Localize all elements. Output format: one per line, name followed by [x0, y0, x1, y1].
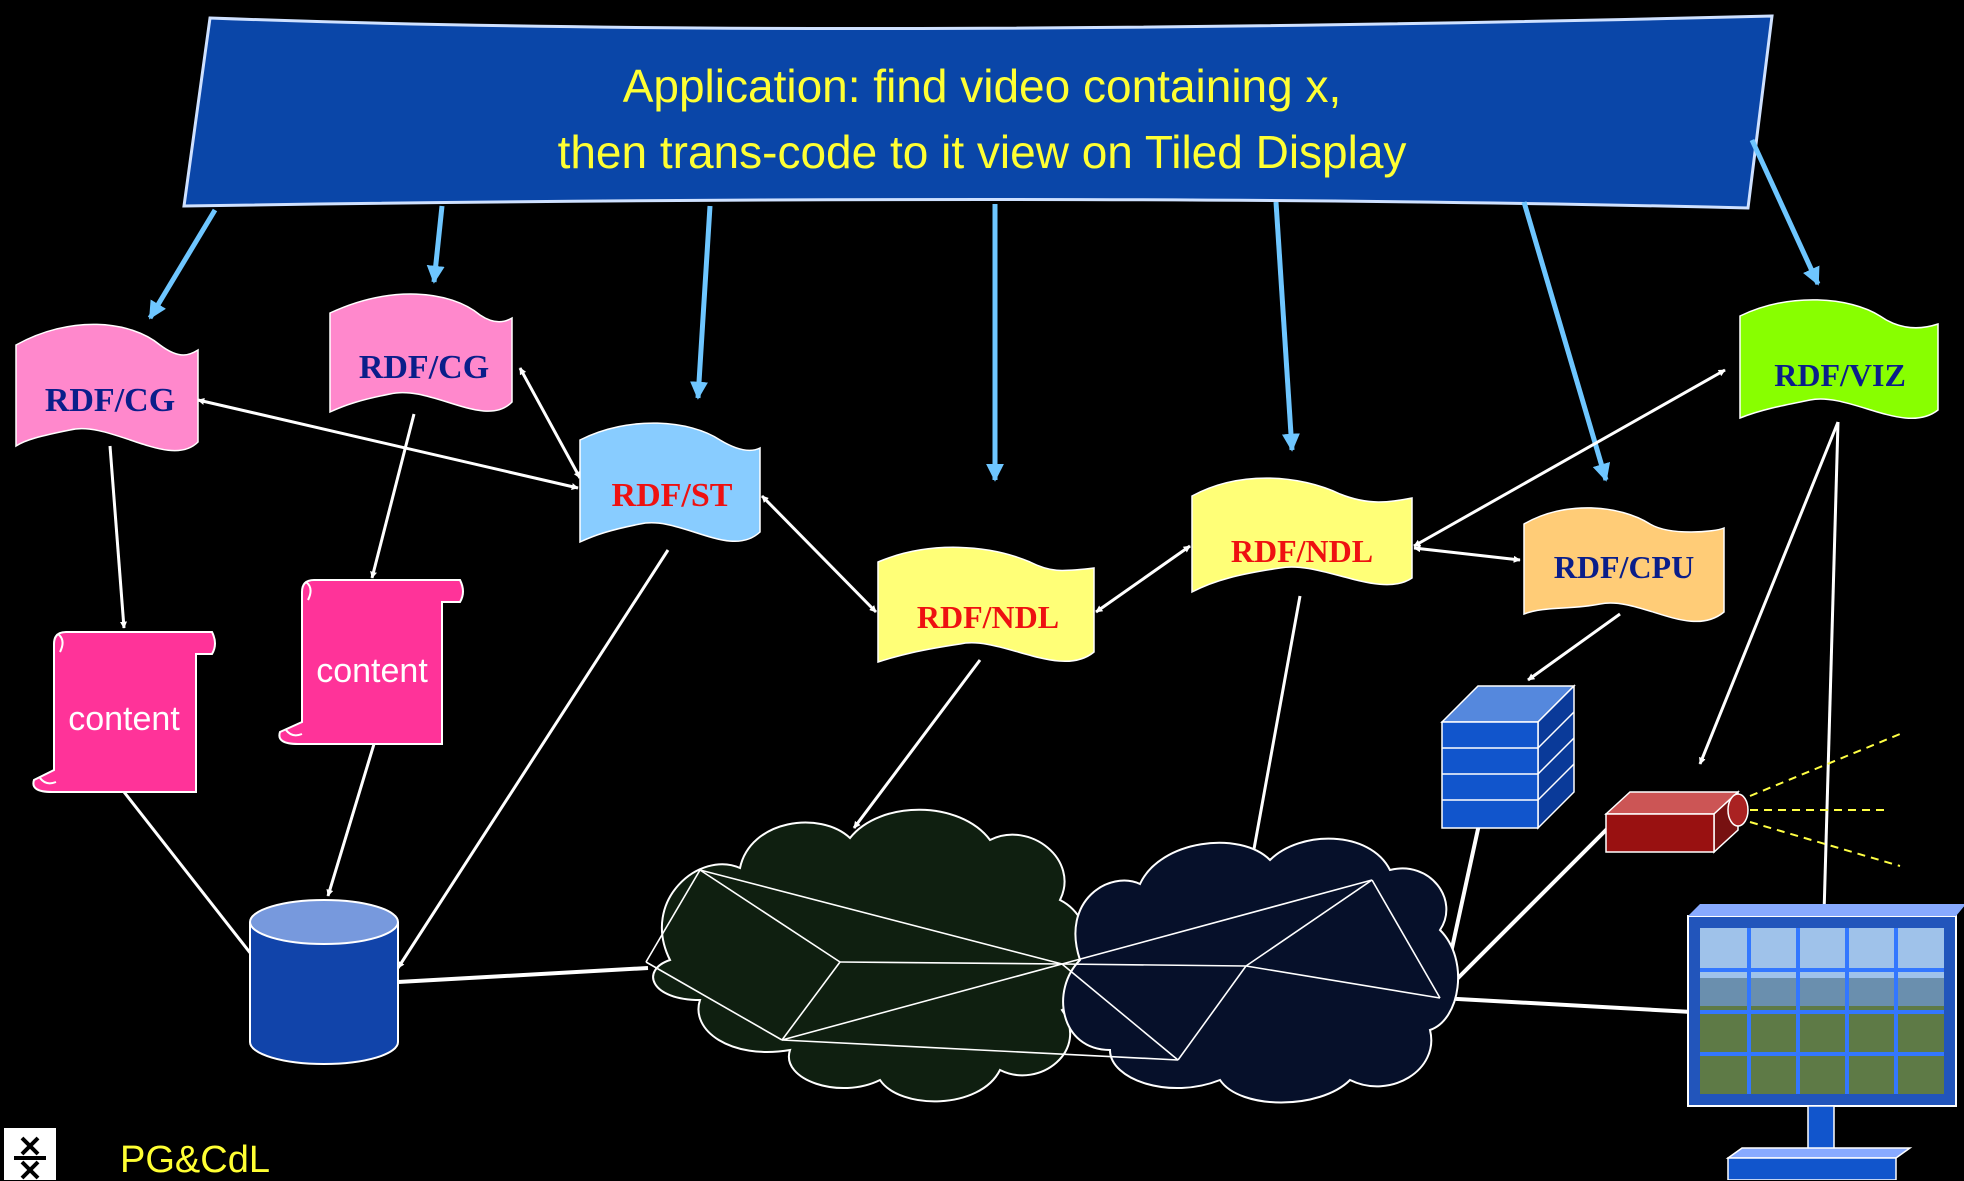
banner-line-1: Application: find video containing x,: [623, 60, 1342, 112]
projector-icon: [1604, 733, 1901, 867]
network-cloud-right: [781, 837, 1460, 1104]
storage-cylinder-icon: [249, 899, 399, 1065]
application-banner: Application: find video containing x, th…: [182, 14, 1774, 210]
university-logo-icon: [4, 1128, 56, 1180]
link-cloud-display: [1439, 996, 1693, 1014]
link-db-cloud: [397, 966, 649, 984]
flag-label-ndl-low: RDF/NDL: [917, 599, 1059, 635]
arrow-ndl-low-ndl-high: [1095, 544, 1191, 614]
flag-rdf-cg-mid: RDF/CG: [329, 293, 513, 414]
flag-label-cpu: RDF/CPU: [1554, 549, 1694, 585]
flag-rdf-ndl-high: RDF/NDL: [1191, 477, 1413, 594]
arrow-content-left-db: [122, 791, 264, 969]
arrow-cpu-server: [1527, 612, 1621, 682]
network-cloud-left: [645, 808, 1092, 1103]
banner-line-2: then trans-code to it view on Tiled Disp…: [558, 126, 1407, 178]
flag-label-viz: RDF/VIZ: [1774, 357, 1906, 393]
arrow-viz-projector: [1698, 421, 1840, 765]
flag-rdf-ndl-low: RDF/NDL: [877, 546, 1095, 664]
arrow-to-viz: [1749, 138, 1821, 286]
arrow-viz-display: [1820, 421, 1840, 915]
arrow-cg-mid-content: [370, 413, 416, 579]
arrow-ndl-high-cloud: [1249, 595, 1302, 861]
server-stack-icon: [1440, 684, 1576, 830]
arrow-st-ndl-low: [760, 494, 878, 614]
content-label-mid: content: [316, 652, 428, 690]
arrow-to-ndl-high: [1273, 201, 1300, 452]
arrow-to-cg-left: [147, 208, 218, 320]
arrow-cg-left-st: [197, 398, 579, 490]
content-label-left: content: [68, 700, 180, 738]
flag-label-st: RDF/ST: [612, 477, 733, 514]
link-cloud-projector: [1440, 826, 1610, 996]
flag-rdf-cpu: RDF/CPU: [1523, 507, 1725, 623]
flag-label-ndl-high: RDF/NDL: [1231, 533, 1373, 569]
flag-rdf-cg-left: RDF/CG: [15, 323, 199, 452]
connector-arrows: [108, 367, 1840, 969]
arrow-ndl-high-viz: [1413, 368, 1726, 548]
arrow-cg-mid-st: [518, 367, 582, 479]
arrow-content-mid-db: [326, 743, 376, 897]
arrow-st-db: [396, 549, 670, 969]
tiled-display-icon: [1687, 904, 1964, 1180]
arrow-ndl-high-cpu: [1413, 545, 1521, 563]
flag-rdf-viz: RDF/VIZ: [1739, 299, 1939, 420]
content-scroll-left: content: [32, 631, 216, 793]
arrow-to-cg-mid: [426, 205, 445, 284]
arrow-ndl-low-cloud: [852, 659, 982, 829]
flag-label-cg-left: RDF/CG: [45, 382, 175, 419]
flag-label-cg-mid: RDF/CG: [359, 349, 489, 386]
flag-rdf-st: RDF/ST: [579, 422, 761, 544]
arrow-cg-left-content: [108, 445, 128, 629]
content-scroll-mid: content: [278, 579, 464, 745]
footer-credit: PG&CdL: [120, 1139, 270, 1181]
arrow-to-cpu: [1521, 201, 1611, 482]
arrow-to-st: [690, 205, 713, 400]
banner-arrows: [147, 138, 1821, 482]
